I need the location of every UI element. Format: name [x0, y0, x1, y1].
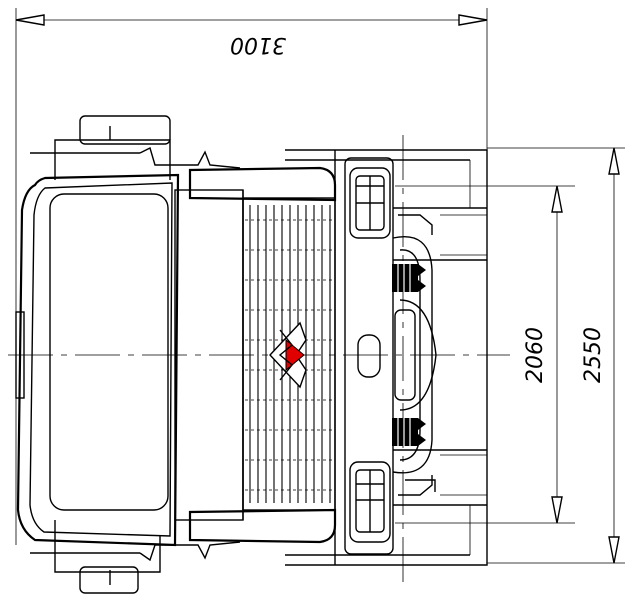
mirror-bottom [54, 520, 161, 594]
front-axle [349, 167, 437, 543]
chassis [285, 149, 488, 566]
spring-arrows-bottom [392, 418, 426, 446]
dimension-track: 2060 [395, 185, 575, 524]
dimension-arrow-icon [608, 147, 620, 175]
rear-tires [440, 160, 487, 555]
dimension-arrow-icon [551, 496, 563, 524]
cab-body [15, 146, 180, 562]
dimension-label-track: 2060 [523, 327, 548, 383]
dimension-arrow-icon [458, 14, 488, 26]
maz-logo-icon [269, 321, 307, 389]
center-lines [8, 135, 510, 585]
dimension-width: 2550 [487, 147, 625, 564]
dimension-length: 3100 [15, 8, 488, 545]
dimension-label-width: 2550 [581, 327, 606, 383]
mirror-top [54, 115, 171, 180]
dimension-label-length: 3100 [230, 32, 286, 57]
spring-arrows-top [392, 264, 426, 292]
dimension-arrow-icon [15, 14, 45, 26]
dimension-arrow-icon [551, 185, 563, 213]
dimension-arrow-icon [608, 536, 620, 564]
